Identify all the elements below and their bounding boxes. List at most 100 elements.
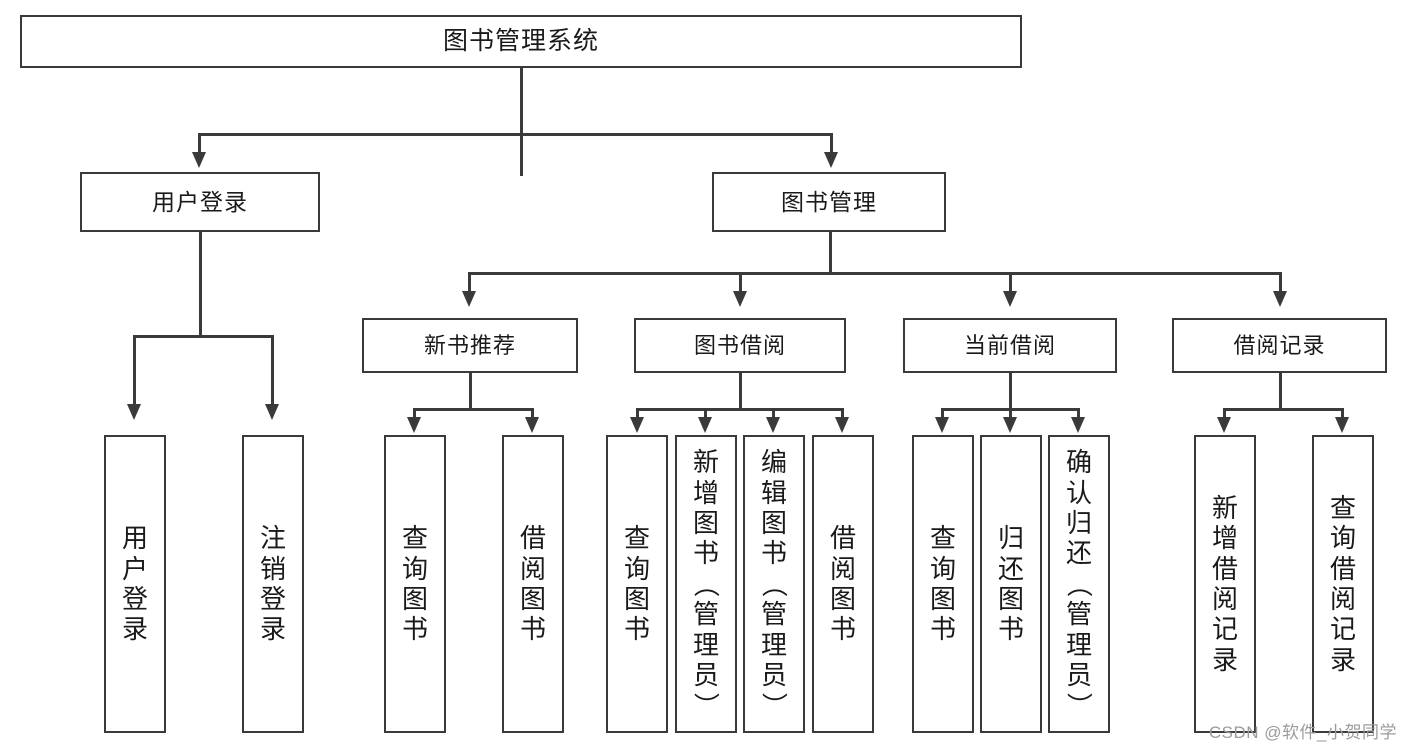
leaf-label-char: 编 <box>760 447 787 478</box>
arrowhead-l7 <box>766 417 780 433</box>
node-label: 图书管理系统 <box>442 27 599 56</box>
connector-drop-l5 <box>636 408 639 422</box>
leaf-query-book-current[interactable]: 查询图书 <box>912 435 974 733</box>
connector-drop-current <box>1009 272 1012 296</box>
leaf-label-char: （ <box>759 570 790 598</box>
leaf-label-char: 认 <box>1065 477 1092 508</box>
connector-drop-l11 <box>1077 408 1080 422</box>
leaf-user-login[interactable]: 用户登录 <box>104 435 166 733</box>
leaf-label-char: 阅 <box>519 553 546 584</box>
leaf-logout[interactable]: 注销登录 <box>242 435 304 733</box>
leaf-label-char: 图 <box>929 584 956 614</box>
node-user-login[interactable]: 用户登录 <box>80 172 320 232</box>
leaf-label-char: ） <box>759 692 790 719</box>
leaf-query-borrow-record[interactable]: 查询借阅记录 <box>1312 435 1374 733</box>
leaf-label: 借阅图书 <box>520 523 546 645</box>
node-new-book-recommend[interactable]: 新书推荐 <box>362 318 578 373</box>
leaf-label-char: 图 <box>997 584 1024 614</box>
leaf-label: 新增借阅记录 <box>1212 493 1238 675</box>
leaf-edit-book-admin[interactable]: 编辑图书（管理员） <box>743 435 805 733</box>
connector-drop-leaf-logout <box>271 335 274 410</box>
connector-drop-leaf-user-login <box>133 335 136 410</box>
leaf-label-char: ） <box>1064 692 1095 719</box>
leaf-label-char: 销 <box>259 553 286 584</box>
node-label: 图书管理 <box>781 188 877 215</box>
arrowhead-l9 <box>935 417 949 433</box>
leaf-label-char: （ <box>1064 570 1095 598</box>
leaf-label-char: 员 <box>1065 660 1092 691</box>
leaf-label-char: 录 <box>1329 644 1356 675</box>
leaf-label-char: 理 <box>1065 629 1092 660</box>
connector-drop-l10 <box>1009 408 1012 422</box>
leaf-label-char: 询 <box>401 553 428 584</box>
leaf-query-book-newbook[interactable]: 查询图书 <box>384 435 446 733</box>
arrowhead-l12 <box>1217 417 1231 433</box>
leaf-label-char: 理 <box>692 629 719 660</box>
leaf-label-char: 图 <box>829 584 856 614</box>
leaf-label-char: 注 <box>259 523 286 554</box>
leaf-label: 查询图书 <box>402 523 428 645</box>
connector-book-manage-stem <box>829 232 832 274</box>
node-label: 用户登录 <box>152 188 248 215</box>
arrowhead-l10 <box>1003 417 1017 433</box>
leaf-label-char: 书 <box>623 614 650 645</box>
node-book-borrow[interactable]: 图书借阅 <box>634 318 846 373</box>
node-current-borrow[interactable]: 当前借阅 <box>903 318 1117 373</box>
leaf-label-char: 录 <box>121 614 148 645</box>
leaf-label-char: 查 <box>401 523 428 554</box>
leaf-label-char: 用 <box>121 523 148 554</box>
leaf-label: 注销登录 <box>260 523 286 645</box>
leaf-label-char: 管 <box>1065 599 1092 630</box>
leaf-label-char: 户 <box>121 553 148 584</box>
connector-record-stem <box>1279 373 1282 410</box>
leaf-borrow-book-newbook[interactable]: 借阅图书 <box>502 435 564 733</box>
connector-drop-l12 <box>1223 408 1226 422</box>
leaf-label-char: 登 <box>121 584 148 614</box>
leaf-borrow-book[interactable]: 借阅图书 <box>812 435 874 733</box>
connector-drop-l9 <box>941 408 944 422</box>
leaf-query-book-borrow[interactable]: 查询图书 <box>606 435 668 733</box>
leaf-label-char: （ <box>691 570 722 598</box>
arrowhead-l13 <box>1335 417 1349 433</box>
connector-newbook-stem <box>469 373 472 410</box>
leaf-label-char: 还 <box>1065 538 1092 569</box>
leaf-label-char: ） <box>691 692 722 719</box>
leaf-label-char: 录 <box>1211 644 1238 675</box>
connector-user-login-stem <box>199 232 202 337</box>
leaf-label-char: 书 <box>929 614 956 645</box>
leaf-label: 查询借阅记录 <box>1330 493 1356 675</box>
arrowhead-l4 <box>525 417 539 433</box>
arrowhead-l3 <box>407 417 421 433</box>
leaf-label: 归还图书 <box>998 523 1024 645</box>
leaf-label-char: 借 <box>829 523 856 554</box>
node-root-book-management-system[interactable]: 图书管理系统 <box>20 15 1022 68</box>
leaf-label: 借阅图书 <box>830 523 856 645</box>
connector-tier2-bus <box>198 133 832 136</box>
leaf-label-char: 询 <box>929 553 956 584</box>
connector-newbook-bus <box>413 408 533 411</box>
leaf-add-book-admin[interactable]: 新增图书（管理员） <box>675 435 737 733</box>
leaf-label: 新增图书（管理员） <box>691 447 722 721</box>
leaf-label-char: 确 <box>1065 447 1092 478</box>
connector-borrow-stem <box>739 373 742 410</box>
arrowhead-l8 <box>835 417 849 433</box>
connector-drop-book-manage <box>830 133 833 157</box>
leaf-label-char: 借 <box>519 523 546 554</box>
arrowhead-l11 <box>1071 417 1085 433</box>
leaf-label-char: 管 <box>692 599 719 630</box>
connector-drop-user-login <box>198 133 201 157</box>
leaf-confirm-return-admin[interactable]: 确认归还（管理员） <box>1048 435 1110 733</box>
leaf-return-book[interactable]: 归还图书 <box>980 435 1042 733</box>
arrowhead-newbook <box>462 291 476 307</box>
leaf-label: 编辑图书（管理员） <box>759 447 790 721</box>
leaf-label-char: 图 <box>623 584 650 614</box>
node-book-manage[interactable]: 图书管理 <box>712 172 946 232</box>
leaf-label-char: 图 <box>760 507 787 538</box>
leaf-label-char: 记 <box>1211 614 1238 645</box>
connector-drop-l8 <box>841 408 844 422</box>
leaf-label-char: 图 <box>401 584 428 614</box>
leaf-label-char: 新 <box>1211 492 1238 523</box>
node-borrow-record[interactable]: 借阅记录 <box>1172 318 1387 373</box>
leaf-label-char: 查 <box>623 523 650 554</box>
leaf-add-borrow-record[interactable]: 新增借阅记录 <box>1194 435 1256 733</box>
